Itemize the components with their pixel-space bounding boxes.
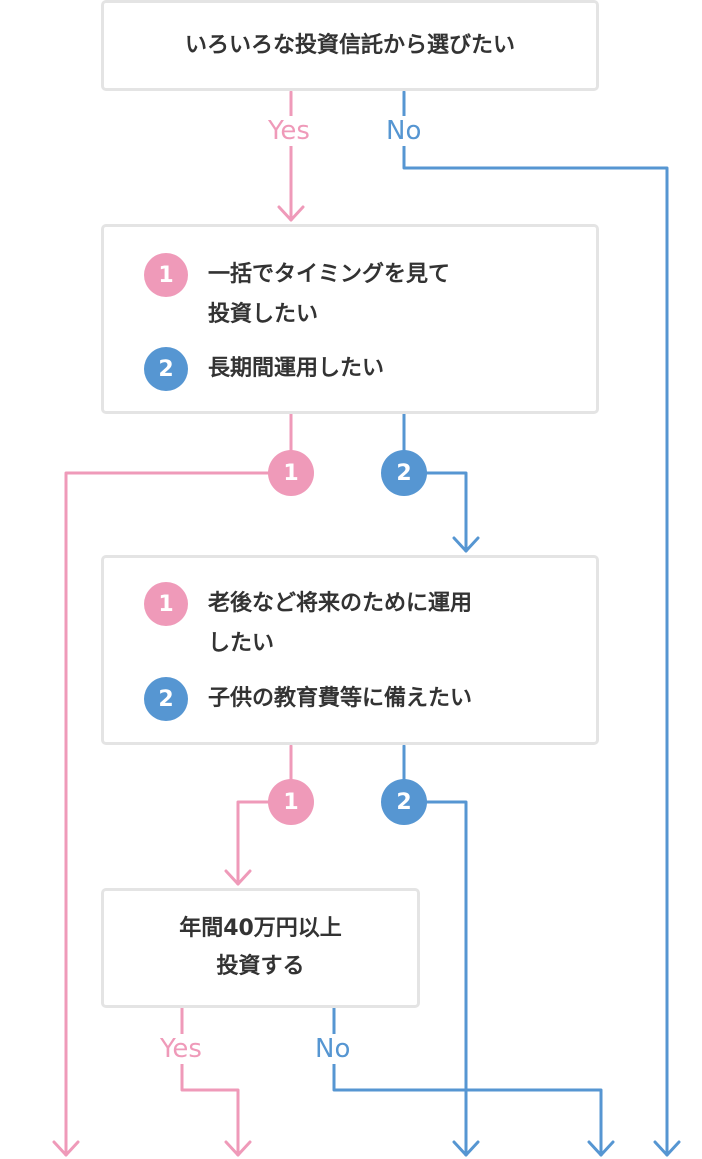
q2-option-1-number: 1 <box>144 253 188 297</box>
question-4-line-1: 年間40万円以上 <box>179 916 342 941</box>
q3-branch-1-badge: 1 <box>268 779 314 825</box>
line-q2-opt2 <box>402 412 468 553</box>
question-box-3: 1 老後など将来のために運用 したい 2 子供の教育費等に備えたい <box>101 555 599 745</box>
q3-option-1-text: 老後など将来のために運用 したい <box>208 591 473 656</box>
q4-yes-label: Yes <box>158 1034 204 1064</box>
question-box-1: いろいろな投資信託から選びたい <box>101 0 599 91</box>
arrow-q3-opt2 <box>452 1140 480 1157</box>
question-1-text: いろいろな投資信託から選びたい <box>184 32 515 58</box>
q2-branch-1-badge: 1 <box>268 450 314 496</box>
q2-option-1-text: 一括でタイミングを見て 投資したい <box>208 262 451 327</box>
arrow-q1-yes <box>277 205 305 222</box>
q3-option-1-number: 1 <box>144 582 188 626</box>
arrow-q2-opt2 <box>452 536 480 553</box>
q2-option-2-number: 2 <box>144 347 188 391</box>
q3-branch-2-badge: 2 <box>381 779 427 825</box>
line-q3-opt1 <box>236 744 293 886</box>
q1-no-label: No <box>384 116 424 146</box>
q1-yes-label: Yes <box>266 116 312 146</box>
arrow-q4-no <box>587 1140 615 1157</box>
q2-option-2-text: 長期間運用したい <box>208 356 385 381</box>
q3-option-2-number: 2 <box>144 677 188 721</box>
q3-option-2-text: 子供の教育費等に備えたい <box>208 686 473 711</box>
q3-option-1: 1 老後など将来のために運用 したい <box>144 582 472 664</box>
arrow-q3-opt1 <box>224 869 252 886</box>
q2-option-1: 1 一括でタイミングを見て 投資したい <box>144 253 450 335</box>
arrow-q4-yes <box>224 1140 252 1157</box>
q2-option-2: 2 長期間運用したい <box>144 347 384 391</box>
line-q4-yes <box>180 1006 240 1157</box>
question-4-line-2: 投資する <box>216 954 305 979</box>
line-q2-opt1 <box>64 412 293 1157</box>
arrow-q1-no <box>653 1140 681 1157</box>
q2-branch-2-badge: 2 <box>381 450 427 496</box>
line-q3-opt2 <box>402 744 468 1157</box>
q4-no-label: No <box>313 1034 353 1064</box>
question-box-4: 年間40万円以上 投資する <box>101 888 420 1008</box>
q3-option-2: 2 子供の教育費等に備えたい <box>144 677 472 721</box>
question-box-2: 1 一括でタイミングを見て 投資したい 2 長期間運用したい <box>101 224 599 414</box>
arrow-q2-opt1 <box>52 1140 80 1157</box>
